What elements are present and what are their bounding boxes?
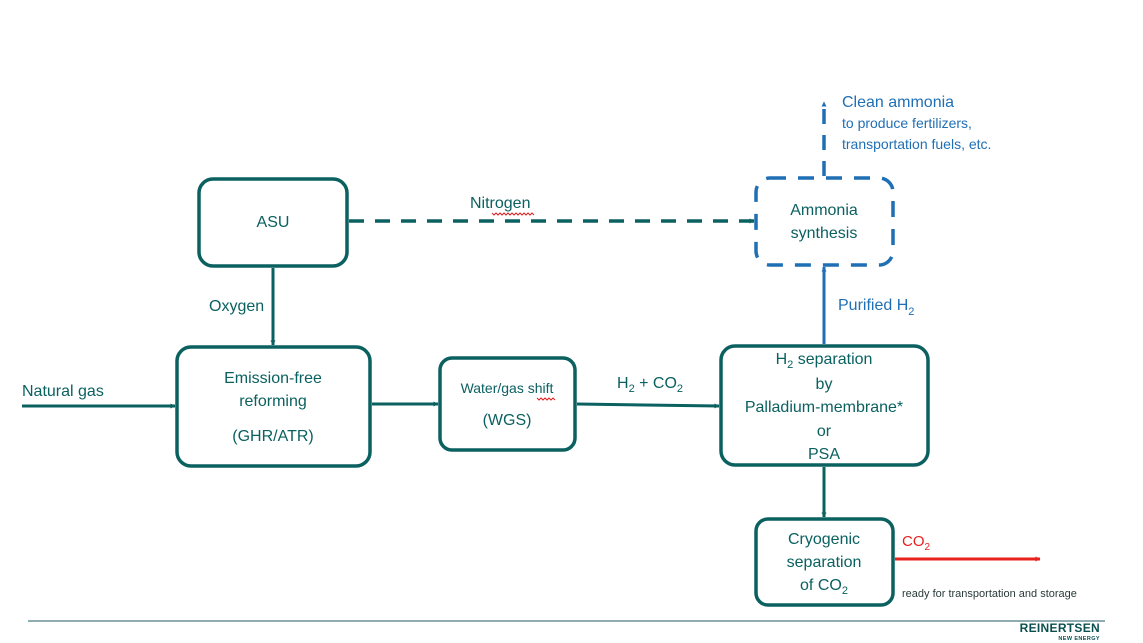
- natural-gas-label: Natural gas: [22, 383, 104, 400]
- logo-subtitle: NEW ENERGY: [1058, 636, 1100, 642]
- ammonia-synthesis-label-line1: Ammonia: [790, 202, 858, 219]
- reforming-box: Emission-free reforming (GHR/ATR): [175, 345, 372, 468]
- company-logo: REINERTSEN NEW ENERGY: [1020, 621, 1100, 642]
- h2-co2-label: H2 + CO2: [617, 375, 683, 395]
- cryogenic-label-line1: Cryogenic: [788, 531, 860, 548]
- clean-ammonia-subtitle-line2: transportation fuels, etc.: [842, 136, 991, 152]
- h2-separation-box: H2 separation by Palladium-membrane* or …: [719, 344, 930, 467]
- purified-h2-label: Purified H2: [838, 297, 914, 318]
- ammonia-synthesis-label-line2: synthesis: [791, 225, 858, 242]
- reforming-label-line3: (GHR/ATR): [232, 428, 313, 445]
- asu-label: ASU: [257, 214, 290, 231]
- co2-storage-note: ready for transportation and storage: [902, 588, 1077, 600]
- h2-separation-label-line2: by: [816, 376, 833, 393]
- h2-separation-label-line4: or: [817, 423, 832, 440]
- cryogenic-label-line2: separation: [787, 554, 862, 571]
- oxygen-label: Oxygen: [209, 298, 264, 315]
- wgs-label-line2: (WGS): [483, 412, 532, 429]
- wgs-to-h2-separation-arrow: [576, 402, 720, 409]
- reforming-label-line2: reforming: [239, 393, 307, 410]
- cryogenic-label-line3: of CO2: [800, 577, 848, 597]
- logo-wordmark: REINERTSEN: [1020, 621, 1100, 635]
- asu-box: ASU: [197, 177, 349, 268]
- cryogenic-separation-box: Cryogenic separation of CO2: [754, 517, 895, 607]
- ammonia-synthesis-box: Ammonia synthesis: [754, 176, 895, 267]
- h2-separation-label-line1: H2 separation: [776, 351, 873, 371]
- nitrogen-label: Nitrogen: [470, 195, 530, 212]
- reforming-label-line1: Emission-free: [224, 370, 322, 387]
- clean-ammonia-title: Clean ammonia: [842, 94, 954, 111]
- co2-output-label: CO2: [902, 533, 931, 553]
- clean-ammonia-subtitle-line1: to produce fertilizers,: [842, 115, 972, 131]
- spellcheck-underline: [491, 212, 535, 216]
- spellcheck-underline: [536, 397, 556, 401]
- wgs-box: Water/gas shift (WGS): [438, 356, 577, 452]
- wgs-label-line1: Water/gas shift: [461, 380, 554, 396]
- h2-separation-label-line3: Palladium-membrane*: [745, 399, 903, 416]
- h2-separation-label-line5: PSA: [808, 446, 840, 463]
